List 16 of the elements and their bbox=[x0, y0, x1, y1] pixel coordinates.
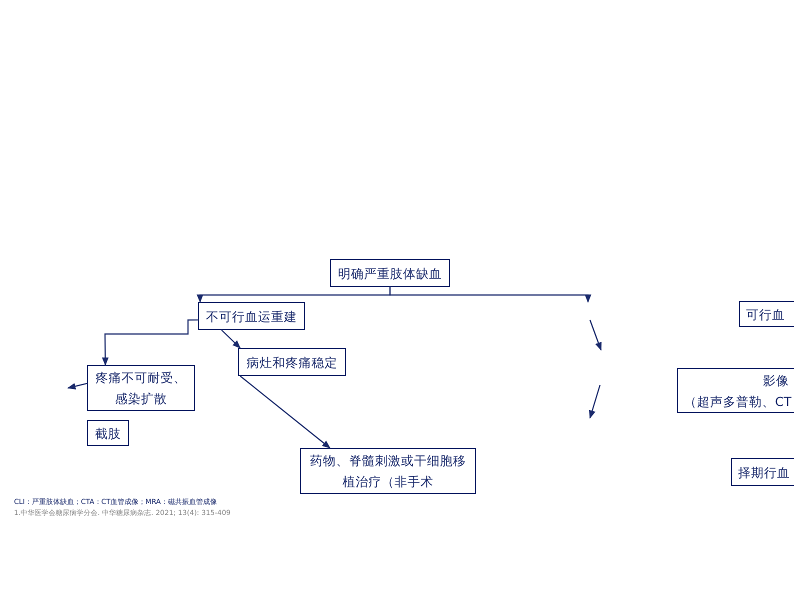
process-box: 病灶和疼痛稳定 bbox=[238, 348, 346, 376]
arrow bbox=[389, 287, 592, 303]
arrow bbox=[102, 319, 198, 366]
process-box: 不可行血运重建 bbox=[198, 302, 305, 330]
arrow bbox=[67, 382, 88, 390]
process-box: 择期行血 bbox=[731, 458, 794, 486]
process-box: 可行血 bbox=[739, 301, 794, 327]
process-box: 疼痛不可耐受、感染扩散 bbox=[87, 365, 195, 411]
process-box bbox=[677, 368, 794, 413]
process-box: 药物、脊髓刺激或干细胞移植治疗（非手术 bbox=[300, 448, 476, 494]
box-text: 影像 bbox=[762, 372, 789, 390]
process-box: 明确严重肢体缺血 bbox=[330, 259, 450, 287]
process-box: 截肢 bbox=[87, 420, 129, 446]
box-text: （超声多普勒、CT bbox=[684, 392, 789, 410]
arrow bbox=[240, 376, 331, 449]
arrow bbox=[221, 330, 241, 349]
